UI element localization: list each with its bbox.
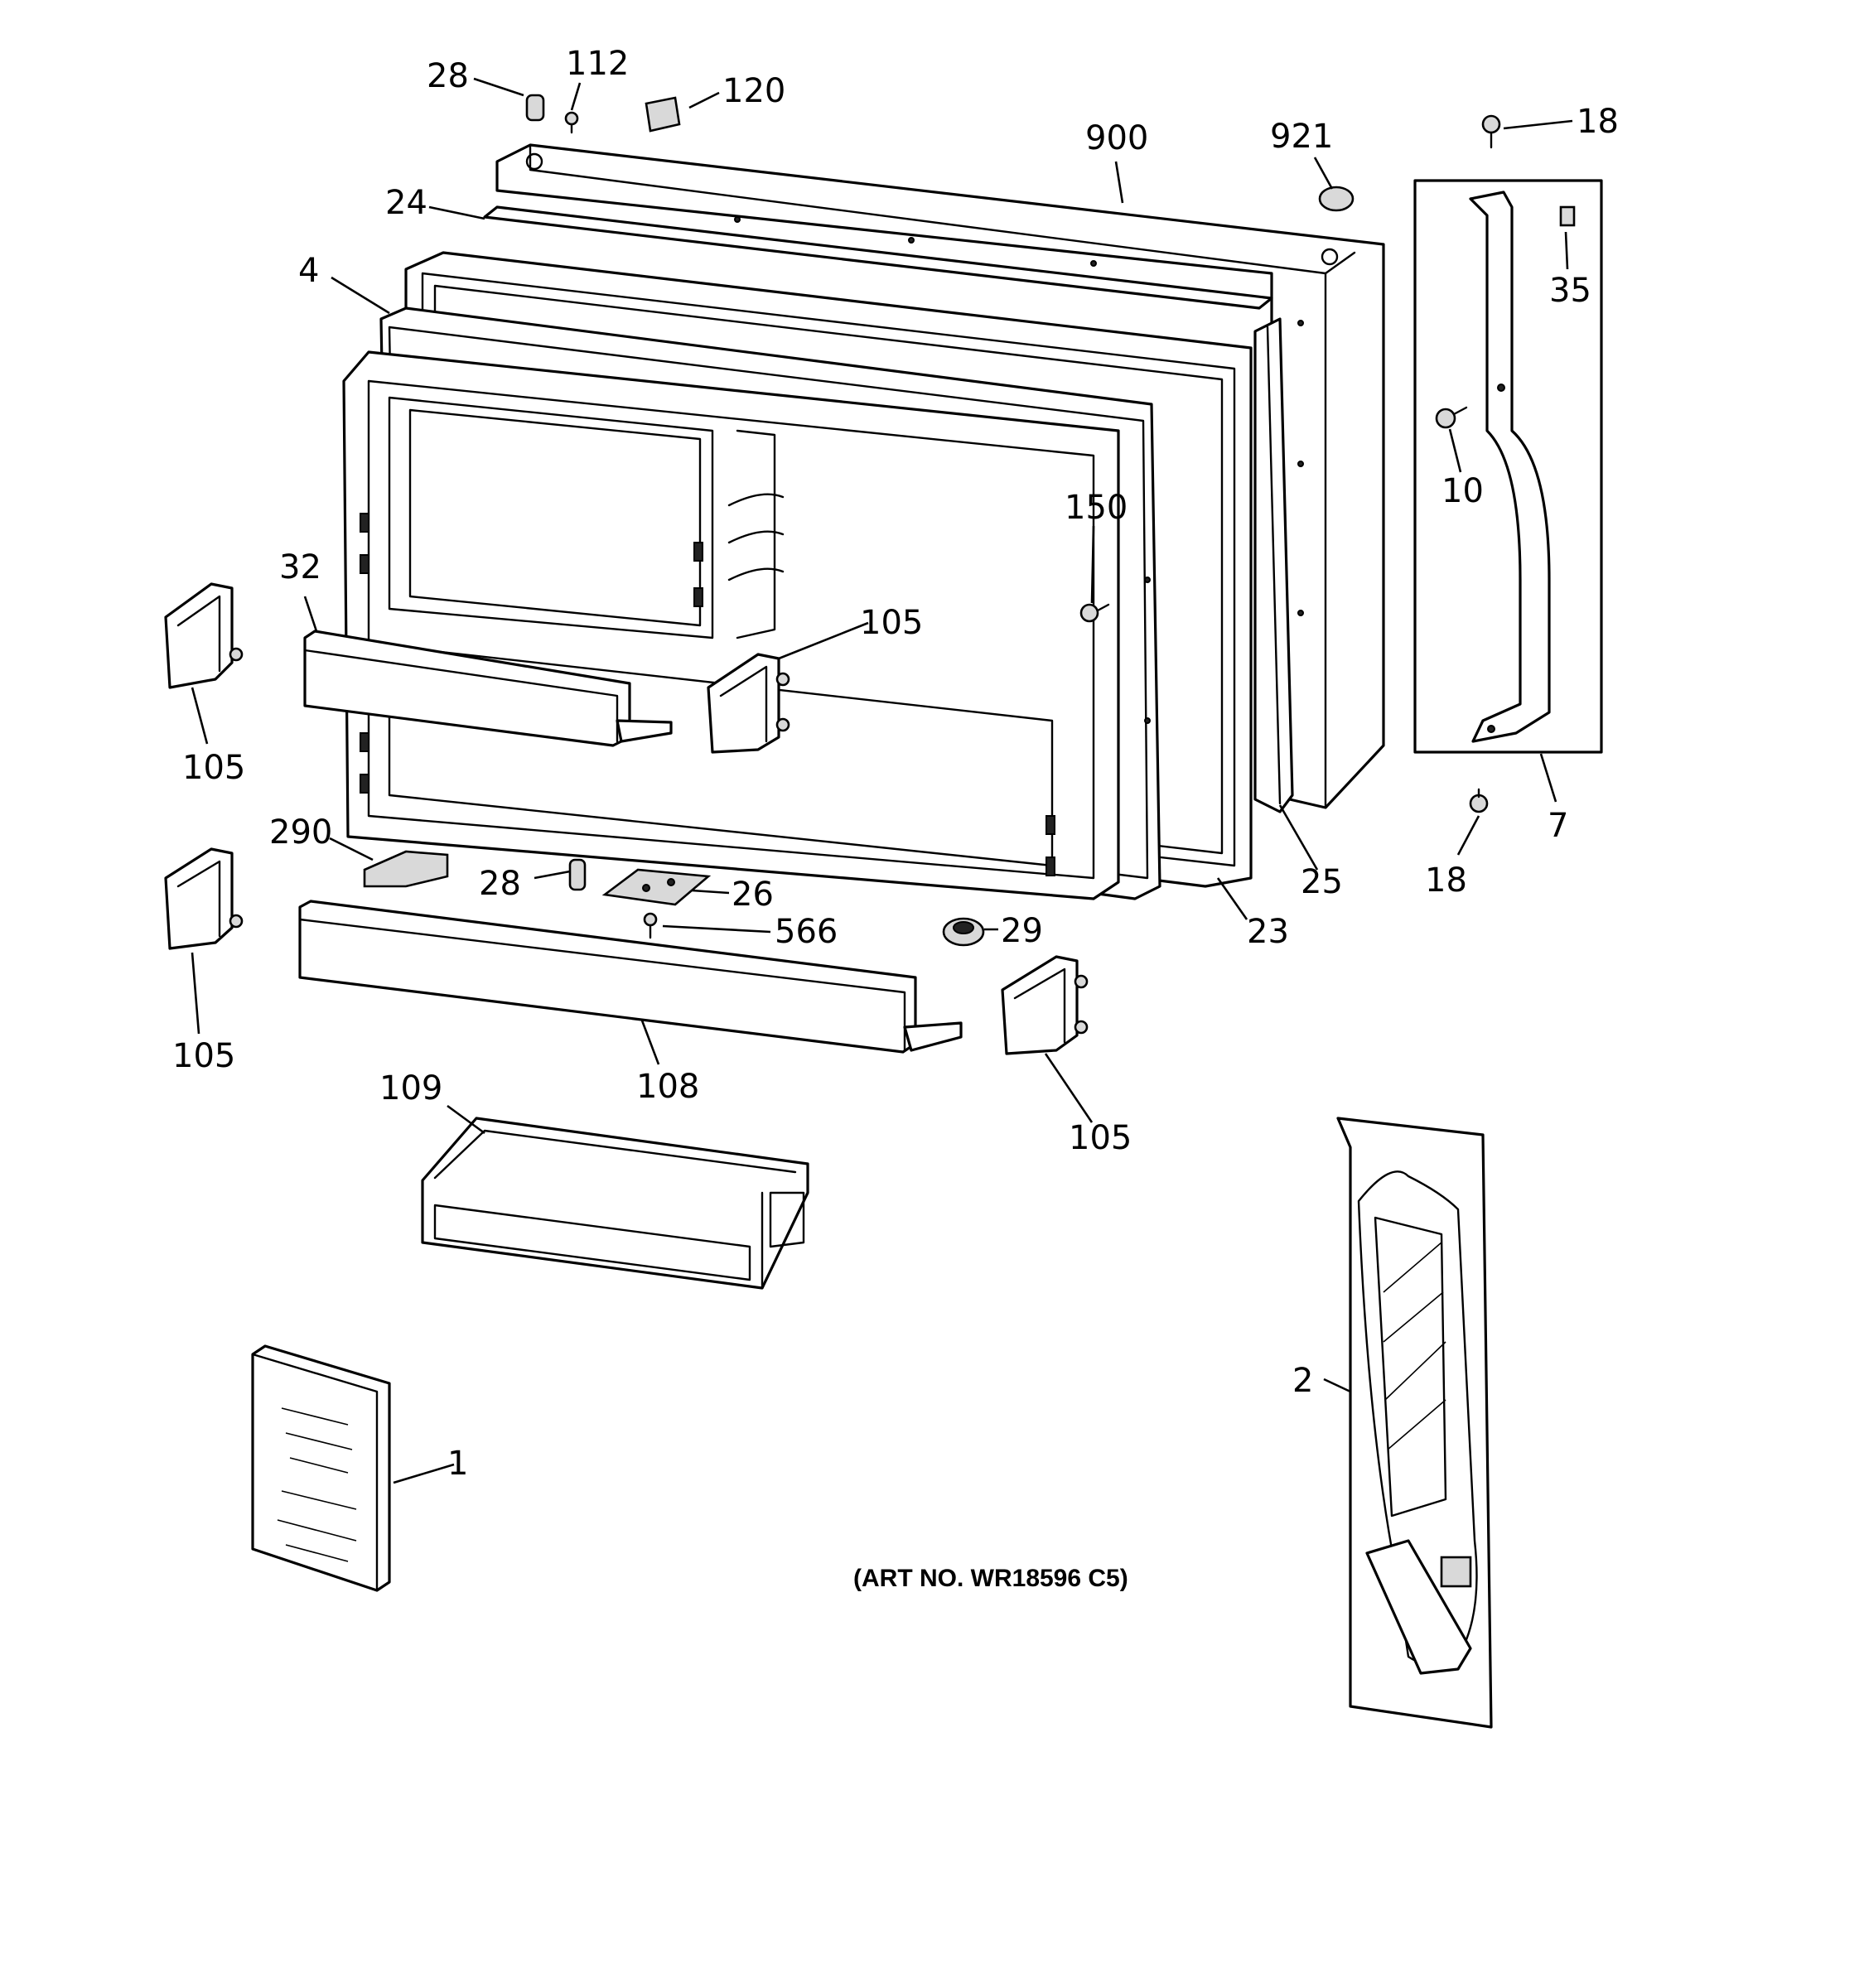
hinge-cap-120 bbox=[645, 96, 681, 133]
callout-108: 108 bbox=[636, 1068, 699, 1106]
callout-105-lower-right: 105 bbox=[1069, 1119, 1132, 1157]
screw-566 bbox=[643, 912, 658, 939]
callout-1: 1 bbox=[447, 1445, 468, 1483]
callout-290: 290 bbox=[269, 813, 332, 852]
leader-lines bbox=[191, 77, 1573, 1484]
screw-top-18 bbox=[1481, 114, 1501, 149]
breaker-strip bbox=[1253, 317, 1294, 813]
callout-120: 120 bbox=[722, 72, 785, 110]
callout-7: 7 bbox=[1548, 807, 1568, 845]
callout-105-lower-left: 105 bbox=[172, 1037, 235, 1075]
callout-921: 921 bbox=[1270, 118, 1333, 156]
callout-2: 2 bbox=[1292, 1362, 1313, 1400]
shim-290 bbox=[363, 850, 449, 888]
shelf-end-cap-lower-right bbox=[1001, 955, 1089, 1055]
door-shelf-upper bbox=[303, 630, 673, 747]
callout-566: 566 bbox=[775, 913, 838, 951]
plug-921 bbox=[1318, 186, 1355, 212]
callout-18-top: 18 bbox=[1577, 103, 1619, 141]
callout-26: 26 bbox=[732, 876, 774, 914]
screw-bottom-18 bbox=[1469, 788, 1489, 813]
shelf-end-cap-upper-left bbox=[164, 582, 244, 689]
screw-top-112 bbox=[564, 111, 579, 134]
handle-assembly-box bbox=[1413, 179, 1603, 754]
callout-18-bottom: 18 bbox=[1425, 861, 1467, 900]
callout-29: 29 bbox=[1001, 912, 1043, 950]
callout-900: 900 bbox=[1085, 119, 1148, 157]
screw-top-28 bbox=[525, 94, 545, 122]
callout-labels: 28 112 120 900 921 18 24 4 35 10 150 32 … bbox=[172, 45, 1619, 1592]
inner-door-liner bbox=[342, 350, 1151, 900]
callout-150: 150 bbox=[1065, 489, 1128, 527]
callout-24: 24 bbox=[385, 184, 427, 222]
callout-25: 25 bbox=[1301, 863, 1343, 901]
callout-28-lower: 28 bbox=[479, 865, 521, 903]
side-panel-assembly bbox=[1336, 1117, 1493, 1729]
callout-28-top: 28 bbox=[427, 57, 469, 95]
callout-35: 35 bbox=[1549, 272, 1591, 310]
callout-112: 112 bbox=[566, 45, 629, 83]
callout-32: 32 bbox=[279, 548, 321, 586]
door-shelf-lower bbox=[298, 900, 963, 1054]
door-bin bbox=[421, 1117, 809, 1290]
callout-10: 10 bbox=[1441, 472, 1484, 510]
shelf-end-cap-upper-right bbox=[707, 653, 790, 754]
callout-4: 4 bbox=[298, 252, 319, 290]
bushing-29 bbox=[942, 917, 985, 947]
hinge-plate-26 bbox=[601, 868, 712, 906]
callout-105-upper-left: 105 bbox=[182, 749, 245, 787]
owners-manual bbox=[251, 1344, 391, 1592]
callout-105-shelf-right: 105 bbox=[860, 604, 923, 642]
shelf-end-cap-lower-left bbox=[164, 847, 244, 950]
callout-109: 109 bbox=[379, 1069, 442, 1107]
callout-23: 23 bbox=[1247, 913, 1289, 951]
door-outer-panel bbox=[495, 143, 1385, 809]
liner-screw bbox=[1079, 603, 1110, 623]
screw-28-lower bbox=[568, 858, 587, 891]
door-gasket-strip bbox=[483, 205, 1273, 310]
art-number: (ART NO. WR18596 C5) bbox=[853, 1565, 1128, 1592]
